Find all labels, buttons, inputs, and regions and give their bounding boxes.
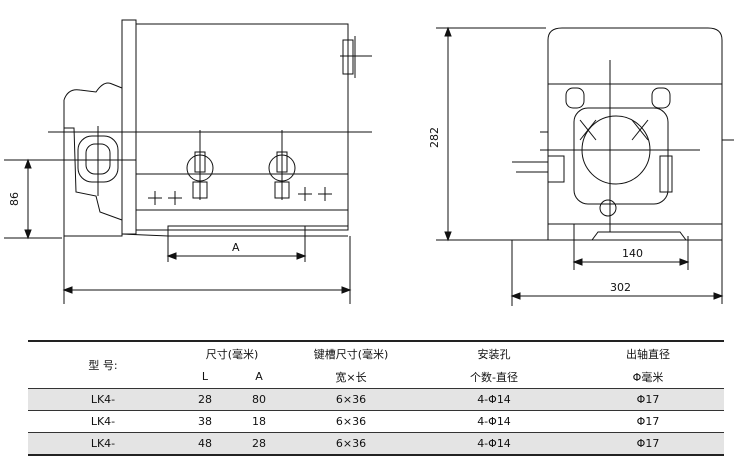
header-shaft: 出轴直径: [626, 347, 670, 361]
header-size-l: L: [201, 370, 209, 383]
dim-282: [436, 26, 546, 242]
table-row: LK4- 28 80 6×36 4-Φ14 Φ17: [28, 388, 724, 411]
header-mount: 安装孔: [477, 347, 511, 361]
dim-140-label: 140: [622, 247, 643, 260]
dim-86-label: 86: [8, 192, 21, 206]
dim-A: [166, 226, 307, 262]
cell-mount: 4-Φ14: [416, 388, 572, 411]
header-keyway: 键槽尺寸(毫米): [313, 347, 389, 361]
header-size-a: A: [255, 370, 263, 383]
cell-l: 48: [178, 432, 232, 455]
dim-302-label: 302: [610, 281, 631, 294]
front-view: [30, 19, 372, 237]
cell-a: 28: [232, 432, 286, 455]
cell-l: 28: [178, 388, 232, 411]
technical-drawing: 86 A 282 140 302: [4, 19, 734, 306]
header-shaft-sub: Φ毫米: [632, 370, 664, 384]
dim-302: [510, 240, 724, 304]
cell-shaft: Φ17: [572, 388, 724, 411]
spec-table: 型 号: 尺寸(毫米) 键槽尺寸(毫米) 安装孔 出轴直径 L A 宽×长 个数…: [28, 340, 724, 456]
cell-keyway: 6×36: [286, 432, 416, 455]
dim-86: [4, 158, 62, 240]
cell-mount: 4-Φ14: [416, 410, 572, 433]
table-row: LK4- 38 18 6×36 4-Φ14 Φ17: [28, 410, 724, 433]
table-subheader-row: L A 宽×长 个数-直径 Φ毫米: [28, 365, 724, 389]
cell-shaft: Φ17: [572, 432, 724, 455]
table-row: LK4- 48 28 6×36 4-Φ14 Φ17: [28, 432, 724, 455]
header-keyway-sub: 宽×长: [335, 370, 367, 384]
cell-a: 80: [232, 388, 286, 411]
dim-A-label: A: [232, 241, 240, 254]
header-size: 尺寸(毫米): [205, 347, 259, 361]
cell-keyway: 6×36: [286, 388, 416, 411]
cell-a: 18: [232, 410, 286, 433]
cell-model: LK4-: [28, 432, 178, 455]
dim-282-label: 282: [428, 127, 441, 148]
cell-model: LK4-: [28, 410, 178, 433]
dim-140: [572, 224, 690, 270]
side-view: [511, 27, 734, 306]
cell-l: 38: [178, 410, 232, 433]
cell-keyway: 6×36: [286, 410, 416, 433]
cell-model: LK4-: [28, 388, 178, 411]
header-mount-sub: 个数-直径: [470, 370, 518, 384]
header-model: 型 号:: [88, 359, 118, 372]
cell-mount: 4-Φ14: [416, 432, 572, 455]
dim-L: [62, 236, 352, 304]
table-header-row: 型 号: 尺寸(毫米) 键槽尺寸(毫米) 安装孔 出轴直径: [28, 341, 724, 372]
cell-shaft: Φ17: [572, 410, 724, 433]
